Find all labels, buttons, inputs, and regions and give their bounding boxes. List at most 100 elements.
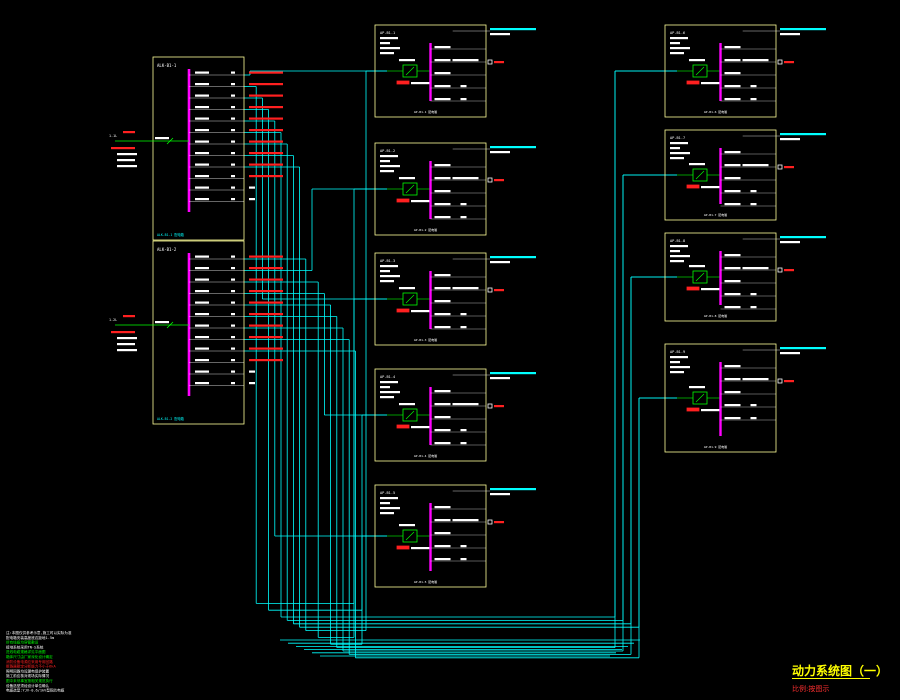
center-panel-5: AP-B1-5AP-B1-5 配电箱 [374,484,536,588]
spare-label [460,429,467,432]
sub-panel-param [380,275,400,278]
breaker-label [195,324,209,327]
ats-contact [405,66,415,76]
breaker-label [195,117,209,120]
breaker-symbol [166,137,174,145]
load-rating [494,521,504,524]
sub-panel-frame [374,252,487,346]
spare-label [460,216,467,219]
spare-label [750,85,757,88]
circuit-number [231,370,235,373]
circuit-number [231,359,235,362]
circuit-number [231,198,235,201]
load-description [452,519,479,522]
sub-panel-param [670,245,688,248]
right-panel-1: AP-B1-6AP-B1-6 配电箱 [664,24,826,118]
ats-label [399,59,415,62]
breaker-label [195,163,209,166]
breaker-label [195,129,209,132]
title-underline [792,678,870,679]
sub-panel-param [670,366,690,369]
sub-panel-param [670,37,688,40]
cable-spec [249,117,283,120]
sub-panel-param [380,507,400,510]
cable-spec [249,83,283,86]
sub-breaker-label [434,326,451,329]
breaker-label [195,71,209,74]
spare-label [249,198,255,201]
circuit-number [231,152,235,155]
cable-spec [249,347,283,350]
feeder-label: 1-1L [109,134,117,138]
sub-panel-param [380,170,394,173]
feeder-param [117,165,137,168]
outgoing-cable-spec [780,133,826,136]
sub-breaker-label [724,417,741,420]
breaker-label [195,140,209,143]
load-rating [784,269,794,272]
ats-contact [405,294,415,304]
circuit-number [231,186,235,189]
outgoing-cable-spec [490,146,536,149]
spare-label [750,293,757,296]
load-terminal [777,267,783,273]
sub-panel-caption: AP-B1-1 配电箱 [414,109,437,114]
sub-breaker-label [434,59,451,62]
main-breaker-label [155,321,169,324]
ats-label [689,386,705,389]
fuse-mark [686,184,700,189]
outgoing-cable-spec [490,488,536,491]
sub-panel-caption: AP-B1-9 配电箱 [704,444,727,449]
load-rating [494,289,504,292]
sub-breaker-label [724,190,741,193]
drawing-subtitle: 比例:按图示 [792,685,830,693]
main-panel-frame [152,240,245,425]
cable-spec [249,152,283,155]
load-description [742,267,769,270]
cable-spec [249,71,283,74]
ats-contact [695,393,705,403]
load-description [742,59,769,62]
sub-breaker-label [724,267,741,270]
load-rating [494,179,504,182]
sub-panel-param [670,356,688,359]
sub-breaker-label [434,203,451,206]
breaker-symbol [166,321,174,329]
circuit-number [231,290,235,293]
load-terminal [777,59,783,65]
breaker-label [195,83,209,86]
ats-contact [695,272,705,282]
sub-breaker-label [434,46,451,49]
sub-panel-param [670,52,684,55]
sub-breaker-label [434,177,451,180]
spare-label [750,190,757,193]
sub-breaker-label [434,519,451,522]
sub-breaker-label [724,293,741,296]
sub-breaker-label [724,404,741,407]
cable-spec [249,278,283,281]
sub-breaker-label [434,300,451,303]
cable-spec [249,175,283,178]
outgoing-cable-spec [780,28,826,31]
sub-panel-param [670,250,680,253]
sub-breaker-label [434,390,451,393]
spare-label [460,326,467,329]
sub-panel-frame [374,484,487,588]
fuse-mark [686,80,700,85]
note-line: 施工前应核对现场实际情况 [6,673,50,678]
sub-breaker-label [434,72,451,75]
ats-contact [405,184,415,194]
spare-label [460,442,467,445]
center-panel-1: AP-B1-1AP-B1-1 配电箱 [374,24,536,118]
load-rating [784,166,794,169]
feeder-param [117,349,137,352]
sub-panel-id: AP-B1-2 [380,149,395,153]
breaker-label [195,267,209,270]
outgoing-cable-note [780,138,800,141]
sub-breaker-label [724,59,741,62]
ats-contact [405,531,415,541]
sub-breaker-label [724,365,741,368]
sub-panel-caption: AP-B1-2 配电箱 [414,227,437,232]
sub-panel-param [380,160,390,163]
